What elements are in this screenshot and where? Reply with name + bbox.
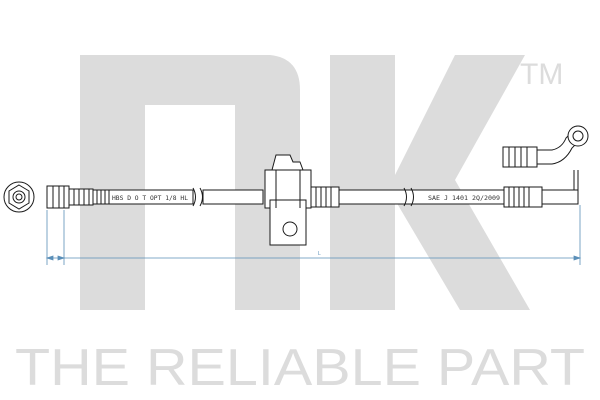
left-crimp-fitting [46, 185, 94, 209]
hose-marking-right: SAE J 1401 2Q/2009 [428, 195, 500, 202]
mounting-bracket [264, 154, 312, 246]
right-crimp-fitting [503, 170, 579, 208]
bracket-mounting-hole [282, 221, 298, 237]
hose-marking-left: HBS D O T OPT 1/8 HL [112, 195, 188, 202]
length-dimension [45, 205, 582, 265]
trademark-symbol: TM [520, 58, 563, 91]
tagline: THE RELIABLE PART [15, 339, 585, 397]
hose-segment-middle [202, 189, 264, 205]
logo-letter-k [330, 55, 530, 310]
logo-letter-n [80, 55, 300, 310]
middle-crimp-sleeve [310, 186, 340, 208]
length-marker: L [318, 251, 321, 257]
nk-logo-watermark [80, 55, 530, 310]
hex-nut-end-view [3, 181, 35, 213]
banjo-fitting-side-view [502, 125, 589, 168]
